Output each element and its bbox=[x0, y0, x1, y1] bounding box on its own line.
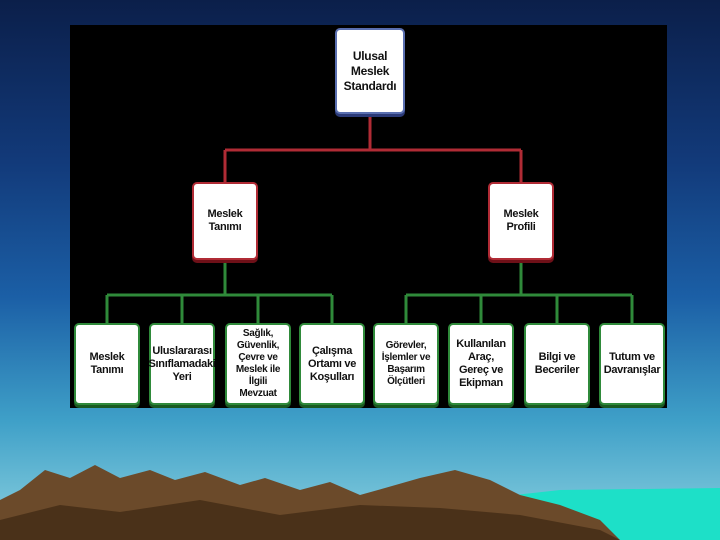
connector-lines bbox=[105, 115, 634, 323]
org-chart-panel: Ulusal Meslek Standardı Meslek Tanımı Me… bbox=[70, 25, 667, 408]
leaf-node: Bilgi ve Beceriler bbox=[524, 323, 590, 405]
leaf-node: Çalışma Ortamı ve Koşulları bbox=[299, 323, 365, 405]
leaf-node-label: Tutum ve Davranışlar bbox=[603, 351, 661, 376]
leaf-node: Sağlık, Güvenlik, Çevre ve Meslek ile İl… bbox=[225, 323, 291, 405]
leaf-node-label: Görevler, İşlemler ve Başarım Ölçütleri bbox=[381, 340, 431, 387]
root-node: Ulusal Meslek Standardı bbox=[335, 28, 405, 114]
leaf-node: Kullanılan Araç, Gereç ve Ekipman bbox=[448, 323, 514, 405]
leaf-node-label: Meslek Tanımı bbox=[89, 351, 125, 376]
leaf-node-label: Bilgi ve Beceriler bbox=[534, 351, 580, 376]
leaf-node-label: Uluslararası Sınıflamadaki Yeri bbox=[148, 344, 216, 383]
leaf-node-label: Çalışma Ortamı ve Koşulları bbox=[307, 344, 357, 383]
leaf-node: Uluslararası Sınıflamadaki Yeri bbox=[148, 323, 216, 405]
leaf-node-label: Sağlık, Güvenlik, Çevre ve Meslek ile İl… bbox=[235, 328, 281, 399]
branch-node-label: Meslek Profili bbox=[503, 208, 539, 233]
branch-node-meslek-tanimi: Meslek Tanımı bbox=[192, 182, 258, 260]
leaf-node: Meslek Tanımı bbox=[74, 323, 140, 405]
mountain-shadow bbox=[0, 500, 620, 540]
branch-node-meslek-profili: Meslek Profili bbox=[488, 182, 554, 260]
leaf-node-label: Kullanılan Araç, Gereç ve Ekipman bbox=[456, 338, 506, 389]
branch-node-label: Meslek Tanımı bbox=[207, 208, 243, 233]
root-node-label: Ulusal Meslek Standardı bbox=[343, 48, 397, 93]
leaf-node: Görevler, İşlemler ve Başarım Ölçütleri bbox=[373, 323, 439, 405]
leaf-node: Tutum ve Davranışlar bbox=[599, 323, 665, 405]
